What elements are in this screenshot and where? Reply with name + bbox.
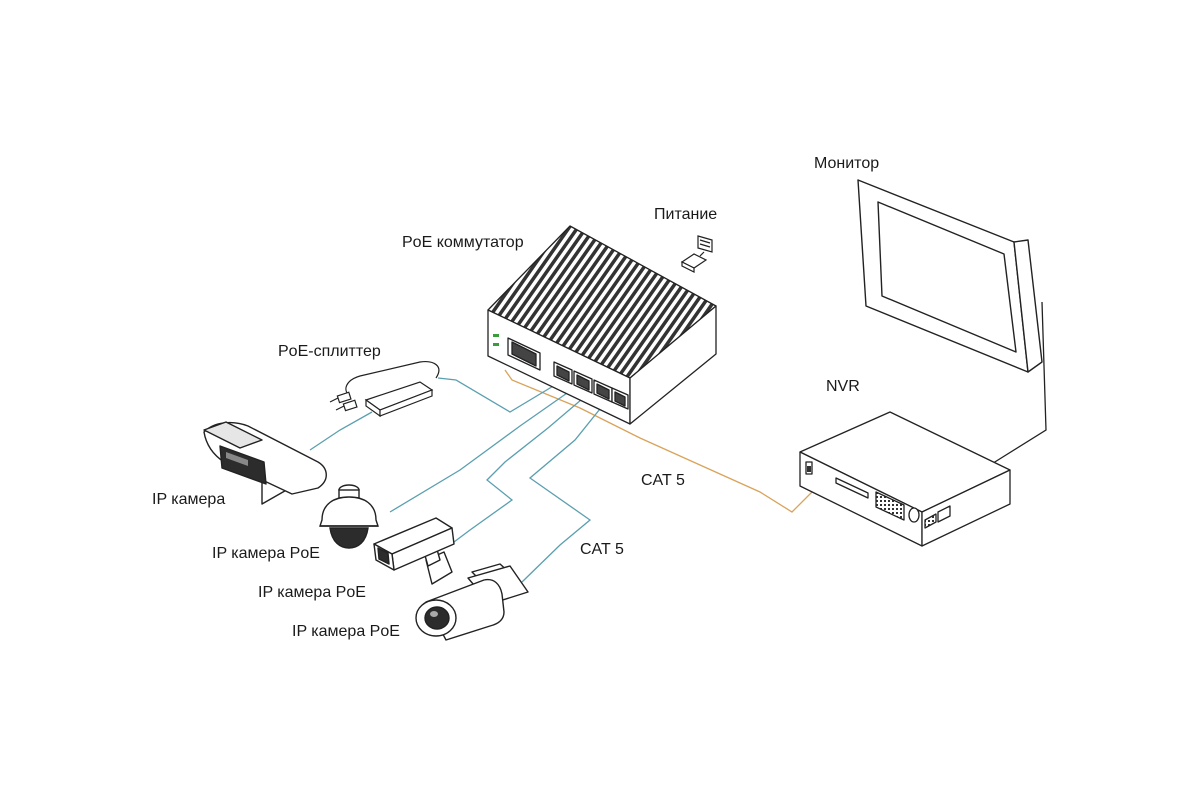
ip-camera-poe-box: [373, 517, 455, 585]
cable-switch-to-splitter: [437, 377, 561, 413]
poe-port-4-icon: [611, 387, 629, 410]
nvr-vent-grille-icon: [875, 491, 905, 521]
cable-switch-to-dome-camera: [389, 383, 581, 513]
cable-splitter-to-ip-camera: [309, 411, 373, 451]
cable-monitor-to-nvr: [989, 301, 1047, 466]
dome-body: [319, 496, 379, 527]
label-cat5-upper: CAT 5: [641, 472, 685, 489]
splitter-connector-icon: [342, 399, 358, 412]
nvr-disc-slot-icon: [835, 477, 869, 499]
uplink-port-icon: [507, 337, 541, 371]
power-adapter: [680, 235, 713, 273]
switch-right-face: [629, 305, 717, 425]
poe-splitter: [329, 361, 440, 418]
cables: [309, 301, 1047, 583]
ip-camera-hood: [203, 421, 263, 449]
label-ip-camera: IP камера: [152, 491, 226, 508]
label-poe-switch: PoE коммутатор: [402, 234, 524, 251]
poe-switch: [487, 225, 717, 425]
label-monitor: Монитор: [814, 155, 880, 172]
nvr-port-icon: [937, 505, 951, 523]
nvr-port-icon: [924, 513, 937, 529]
ip-camera-poe-dome: [319, 484, 379, 549]
label-power: Питание: [654, 206, 718, 223]
splitter-connector-icon: [336, 391, 352, 404]
box-camera-lens-icon: [377, 547, 390, 565]
cable-switch-to-bullet-camera: [521, 393, 613, 583]
label-nvr: NVR: [826, 378, 860, 395]
bullet-camera-lens-icon: [424, 606, 450, 630]
monitor-screen: [877, 201, 1017, 353]
nvr-right-side: [921, 469, 1011, 547]
ip-camera: [203, 421, 327, 505]
status-led-icon: [493, 334, 499, 337]
splitter-cable-icon: [345, 361, 440, 397]
poe-port-2-icon: [573, 370, 593, 394]
ip-camera-poe-bullet: [415, 563, 529, 641]
status-led-icon: [493, 343, 499, 346]
label-ip-camera-poe-3: IP камера PoE: [292, 623, 400, 640]
label-ip-camera-poe-2: IP камера PoE: [258, 584, 366, 601]
nvr: [799, 411, 1011, 547]
dome-lens: [329, 527, 369, 549]
monitor: [857, 179, 1043, 373]
cable-switch-to-nvr: [504, 369, 813, 513]
poe-port-1-icon: [553, 361, 573, 385]
nvr-knob-icon: [908, 507, 920, 523]
label-poe-splitter: PoE-сплиттер: [278, 343, 381, 360]
monitor-back: [1013, 239, 1043, 373]
label-cat5-lower: CAT 5: [580, 541, 624, 558]
cable-switch-to-box-camera: [449, 387, 596, 546]
label-ip-camera-poe-1: IP камера PoE: [212, 545, 320, 562]
